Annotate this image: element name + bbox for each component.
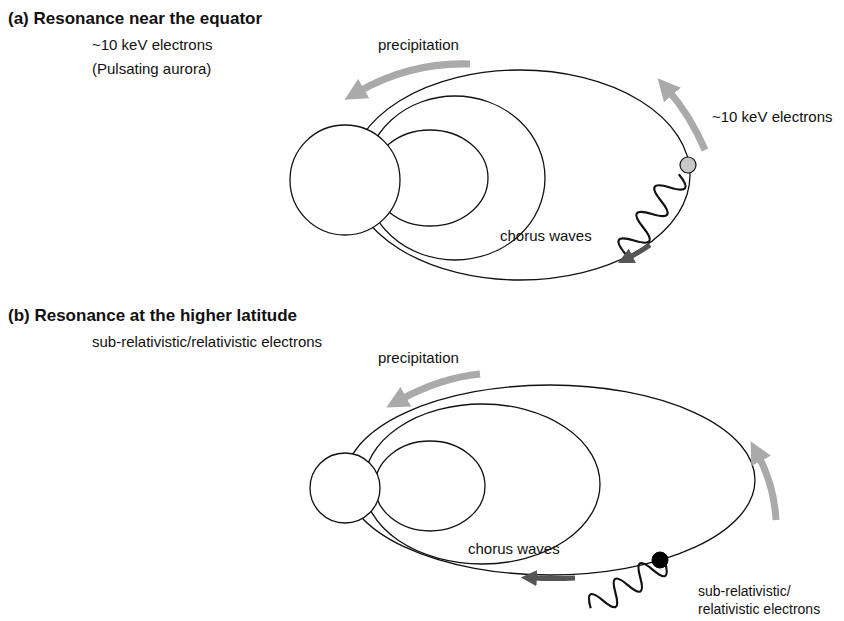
electron-motion-arrow — [668, 90, 705, 150]
chorus-wave — [614, 167, 689, 261]
panel-heading: (b) Resonance at the higher latitude — [8, 305, 297, 326]
chorus-wave — [584, 552, 671, 619]
wave-label: chorus waves — [468, 540, 560, 559]
precipitation-arrow — [400, 374, 480, 400]
precipitation-arrow — [358, 64, 470, 92]
arrow-label: ~10 keV electrons — [712, 108, 833, 127]
arrow-label: precipitation — [378, 349, 459, 368]
energy-label: ~10 keV electrons — [92, 36, 213, 55]
energy-label: sub-relativistic/relativistic electrons — [92, 333, 322, 352]
wave-direction-arrow — [628, 245, 650, 258]
earth — [310, 453, 380, 523]
arrow-label: precipitation — [378, 36, 459, 55]
wave-label: chorus waves — [500, 227, 592, 246]
field-lines — [345, 385, 755, 575]
earth — [290, 125, 400, 235]
panel-heading: (a) Resonance near the equator — [8, 8, 262, 29]
wave-direction-arrow — [532, 576, 575, 582]
electron — [680, 157, 696, 173]
electron-motion-arrow — [758, 455, 776, 520]
arrow-label: sub-relativistic/ relativistic electrons — [698, 583, 838, 618]
electron — [652, 552, 668, 568]
field-lines — [350, 70, 690, 280]
note-label: (Pulsating aurora) — [92, 60, 211, 79]
